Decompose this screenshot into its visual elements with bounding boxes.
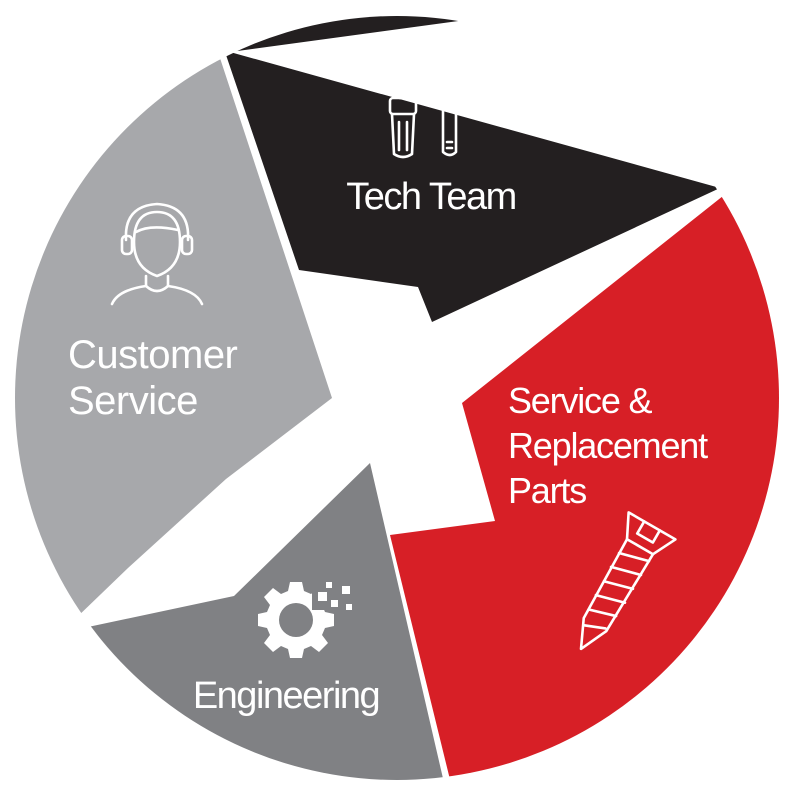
segment-customer-service (15, 40, 332, 640)
label-parts-line2: Replacement (508, 425, 708, 466)
segment-tech-team (225, 16, 720, 322)
label-customer-service-line1: Customer (68, 333, 238, 377)
headset-agent-icon (110, 202, 204, 306)
screw-icon (579, 511, 677, 651)
label-parts-line1: Service & (508, 380, 652, 421)
label-customer-service-line2: Service (68, 379, 198, 423)
gear-icon (258, 576, 352, 658)
tools-icon (388, 64, 468, 159)
label-parts-line3: Parts (508, 470, 586, 511)
label-tech-team: Tech Team (346, 176, 516, 218)
label-engineering: Engineering (193, 675, 379, 717)
